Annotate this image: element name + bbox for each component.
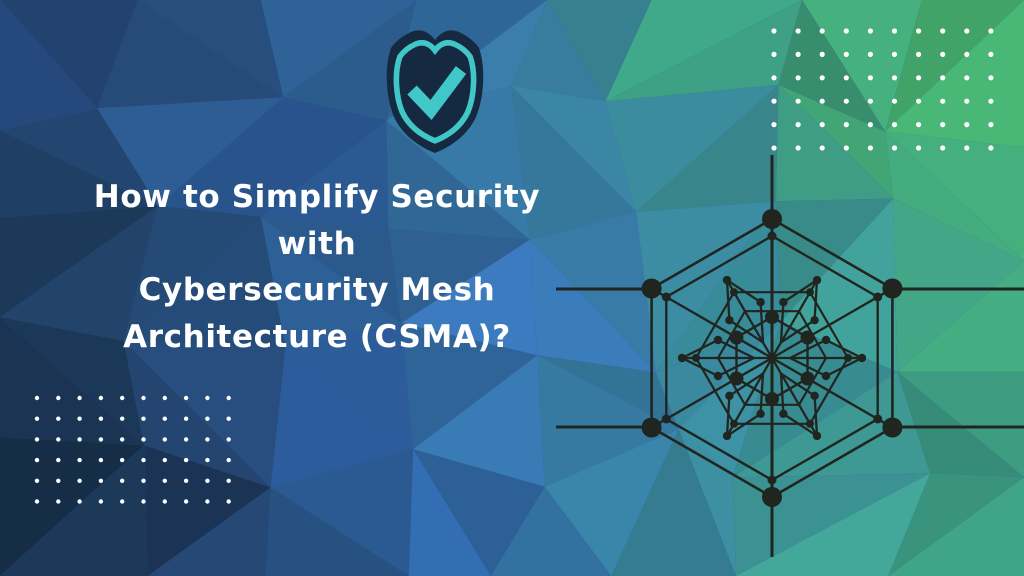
shield-inner-ring	[393, 39, 477, 144]
checkmark-icon	[407, 66, 467, 121]
title-line-3: Architecture (CSMA)?	[123, 318, 511, 355]
shield-check-icon	[386, 30, 484, 154]
title-line-1: How to Simplify Security with	[93, 179, 541, 262]
title-line-2: Cybersecurity Mesh	[138, 272, 496, 308]
page-title: How to Simplify Security with Cybersecur…	[52, 174, 582, 360]
